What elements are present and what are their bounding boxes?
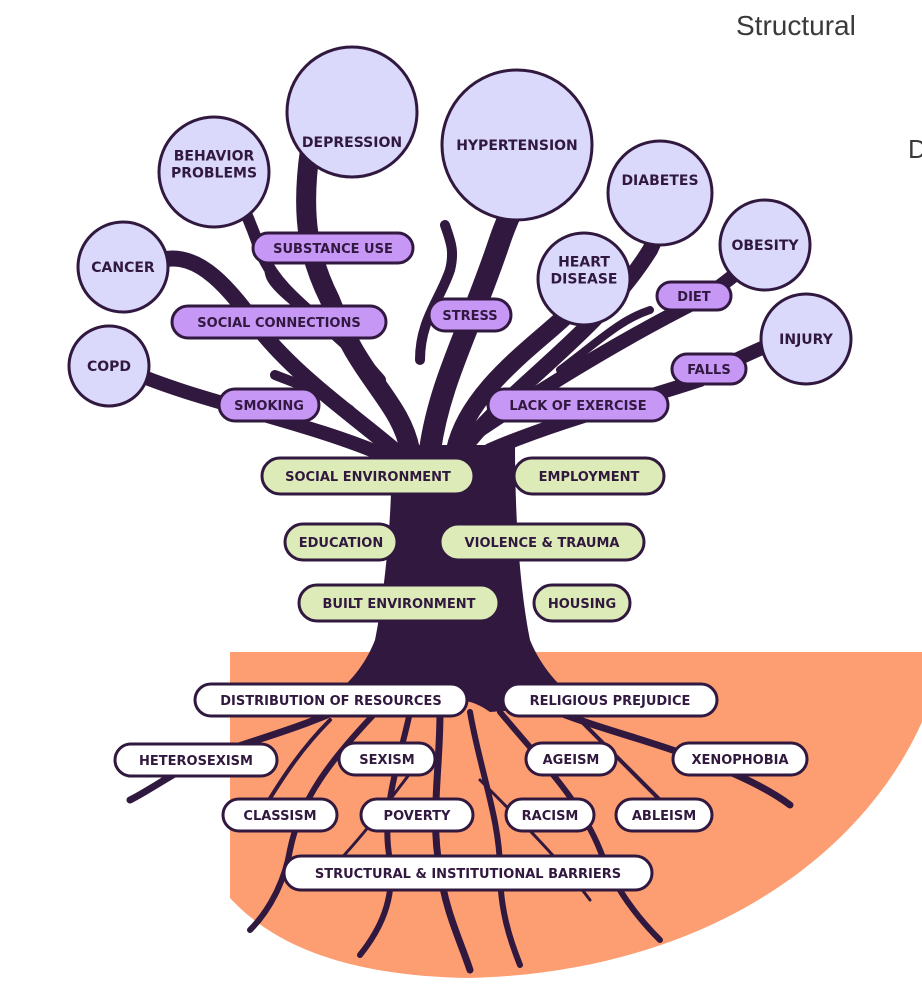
pill-sexism	[337, 741, 437, 777]
header-title: Structural	[736, 10, 856, 41]
pill-substance-use	[251, 231, 415, 265]
pill-falls	[670, 352, 748, 386]
pill-social-environment	[260, 456, 476, 496]
pill-label-social-connections: SOCIAL CONNECTIONS	[197, 316, 360, 331]
label-heart-disease-line-1: HEART	[558, 255, 610, 271]
circle-diabetes	[606, 139, 714, 247]
pill-label-poverty: POVERTY	[384, 809, 451, 824]
pill-structural-and-institutional-barriers	[282, 854, 654, 892]
header-subtitle: D	[908, 134, 922, 164]
pill-built-environment	[297, 583, 501, 623]
pill-label-housing: HOUSING	[548, 597, 616, 612]
circle-behavior-problems	[157, 115, 271, 229]
pill-heterosexism	[113, 742, 279, 778]
label-copd: COPD	[87, 359, 131, 375]
pill-label-classism: CLASSISM	[243, 809, 316, 824]
pill-poverty	[359, 797, 475, 833]
label-behavior-problems-line-1: BEHAVIOR	[174, 149, 255, 165]
factor-labels: SUBSTANCE USE SOCIAL CONNECTIONS STRESS DIE…	[113, 231, 809, 892]
pill-label-education: EDUCATION	[299, 536, 383, 551]
pill-classism	[221, 797, 339, 833]
pill-label-xenophobia: XENOPHOBIA	[691, 753, 788, 768]
label-behavior-problems-line-2: PROBLEMS	[171, 166, 257, 182]
circle-obesity	[718, 198, 812, 292]
pill-smoking	[217, 387, 321, 423]
pill-label-distribution-of-resources: DISTRIBUTION OF RESOURCES	[220, 694, 441, 709]
circle-copd	[67, 324, 151, 408]
pill-education	[283, 522, 399, 562]
pill-label-racism: RACISM	[522, 809, 579, 824]
pill-lack-of-exercise	[486, 387, 670, 423]
branch-13	[270, 370, 355, 415]
pill-label-employment: EMPLOYMENT	[539, 470, 640, 485]
circle-depression	[285, 45, 419, 179]
label-obesity: OBESITY	[731, 238, 799, 254]
pill-racism	[504, 797, 596, 833]
pill-housing	[532, 583, 632, 623]
label-injury: INJURY	[779, 332, 834, 348]
tree-trunk	[320, 445, 585, 712]
pill-xenophobia	[671, 741, 809, 777]
pill-violence-and-trauma	[438, 522, 646, 562]
pill-label-violence-and-trauma: VIOLENCE & TRAUMA	[465, 536, 620, 551]
pill-ableism	[614, 797, 714, 833]
branch-10	[415, 220, 458, 365]
pill-label-ageism: AGEISM	[543, 753, 600, 768]
label-diabetes: DIABETES	[621, 173, 698, 189]
pill-label-heterosexism: HETEROSEXISM	[139, 754, 253, 769]
pill-label-structural-and-institutional-barriers: STRUCTURAL & INSTITUTIONAL BARRIERS	[315, 867, 621, 882]
pill-social-connections	[170, 304, 388, 340]
branch-1	[296, 140, 420, 460]
label-heart-disease-line-2: DISEASE	[551, 272, 618, 288]
pill-employment	[512, 456, 666, 496]
pill-label-substance-use: SUBSTANCE USE	[273, 242, 393, 257]
pill-label-ableism: ABLEISM	[632, 809, 696, 824]
pill-label-religious-prejudice: RELIGIOUS PREJUDICE	[530, 694, 691, 709]
pill-label-social-environment: SOCIAL ENVIRONMENT	[285, 470, 451, 485]
pill-diet	[655, 280, 733, 312]
pill-label-lack-of-exercise: LACK OF EXERCISE	[509, 399, 646, 414]
label-depression: DEPRESSION	[302, 135, 402, 151]
pill-label-smoking: SMOKING	[234, 399, 304, 414]
label-hypertension: HYPERTENSION	[456, 138, 578, 154]
pill-distribution-of-resources	[193, 682, 469, 718]
circle-heart-disease	[536, 231, 632, 327]
circle-hypertension	[440, 68, 594, 222]
pill-label-falls: FALLS	[687, 363, 730, 378]
label-cancer: CANCER	[91, 260, 155, 276]
circle-cancer	[76, 220, 170, 314]
pill-label-diet: DIET	[677, 290, 711, 305]
pill-stress	[427, 297, 513, 333]
pill-label-built-environment: BUILT ENVIRONMENT	[323, 597, 476, 612]
circle-injury	[759, 292, 853, 386]
pill-religious-prejudice	[501, 682, 719, 718]
pill-label-sexism: SEXISM	[359, 753, 414, 768]
branch-12	[556, 306, 654, 374]
pill-label-stress: STRESS	[442, 309, 497, 324]
pill-ageism	[524, 741, 618, 777]
